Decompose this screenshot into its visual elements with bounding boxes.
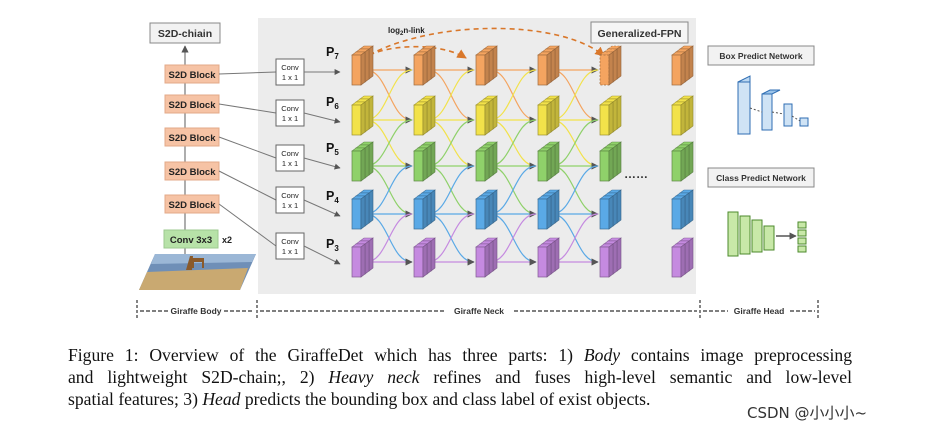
feature-map-stack bbox=[351, 141, 374, 182]
conv1x1-label: Conv bbox=[281, 191, 299, 200]
feature-map-stack bbox=[537, 95, 560, 136]
s2d-chain-title-box bbox=[149, 22, 221, 44]
conv1x1-label: Conv bbox=[281, 237, 299, 246]
pyramid-level-label: P5 bbox=[326, 141, 339, 157]
figure-caption: Figure 1: Overview of the GiraffeDet whi… bbox=[68, 344, 852, 410]
feature-map-stack bbox=[475, 189, 498, 230]
feature-map-stack bbox=[413, 237, 436, 278]
pyramid-level-label: P3 bbox=[326, 237, 339, 253]
conv1x1-label: 1 x 1 bbox=[282, 114, 298, 123]
feature-map-stack bbox=[671, 237, 694, 278]
fpn-title-box bbox=[590, 21, 689, 44]
s2d-block-label: S2D Block bbox=[169, 200, 217, 211]
feature-map-stack bbox=[599, 237, 622, 278]
conv1x1-label: Conv bbox=[281, 149, 299, 158]
conv1x1-label: 1 x 1 bbox=[282, 247, 298, 256]
feature-map-stack bbox=[351, 189, 374, 230]
s2d-block-label: S2D Block bbox=[169, 133, 217, 144]
log2n-link-label: log2n-link bbox=[388, 26, 425, 37]
caption-line-2: and lightweight S2D-chain;, 2) Heavy nec… bbox=[68, 367, 852, 387]
s2d-block-label: S2D Block bbox=[169, 100, 217, 111]
input-image bbox=[139, 254, 256, 290]
feature-map-stack bbox=[351, 95, 374, 136]
feature-map-stack bbox=[671, 141, 694, 182]
feature-map-stack bbox=[351, 237, 374, 278]
feature-map-stack bbox=[475, 45, 498, 86]
feature-map-stack bbox=[599, 45, 622, 86]
feature-map-stack bbox=[475, 237, 498, 278]
s2d-block: S2D Block bbox=[164, 94, 220, 114]
class-predict-network bbox=[727, 211, 807, 257]
s2d-block-label: S2D Block bbox=[169, 70, 217, 81]
section-label-neck: Giraffe Neck bbox=[454, 306, 504, 316]
section-label-head: Giraffe Head bbox=[734, 306, 785, 316]
feature-map-stack bbox=[599, 95, 622, 136]
s2d-block-label: S2D Block bbox=[169, 167, 217, 178]
feature-map-stack bbox=[537, 237, 560, 278]
feature-map-stack bbox=[475, 141, 498, 182]
feature-map-stack bbox=[537, 45, 560, 86]
caption-line-3: spatial features; 3) Head predicts the b… bbox=[68, 389, 651, 409]
feature-map-stack bbox=[413, 95, 436, 136]
conv1x1-label: Conv bbox=[281, 63, 299, 72]
feature-map-stack bbox=[537, 141, 560, 182]
s2d-chain-title: S2D-chiain bbox=[158, 28, 212, 40]
conv1x1-label: 1 x 1 bbox=[282, 201, 298, 210]
feature-map-stack bbox=[671, 95, 694, 136]
fpn-title: Generalized-FPN bbox=[597, 28, 681, 40]
conv3x3-label: Conv 3x3 bbox=[170, 235, 212, 246]
s2d-block: S2D Block bbox=[164, 64, 220, 84]
box-predict-title-box bbox=[707, 45, 815, 66]
feature-map-stack bbox=[537, 189, 560, 230]
feature-map-stack bbox=[599, 141, 622, 182]
fpn-feature-maps bbox=[351, 45, 694, 278]
log2n-link-arc-long bbox=[353, 27, 605, 65]
feature-map-stack bbox=[351, 45, 374, 86]
conv1x1-label: 1 x 1 bbox=[282, 73, 298, 82]
pyramid-level-label: P7 bbox=[326, 45, 339, 61]
feature-map-stack bbox=[413, 141, 436, 182]
conv3x3-repeat: x2 bbox=[222, 235, 232, 245]
pyramid-level-label: P4 bbox=[326, 189, 339, 205]
class-predict-title: Class Predict Network bbox=[716, 173, 806, 183]
box-predict-network bbox=[737, 75, 809, 135]
feature-map-stack bbox=[475, 95, 498, 136]
feature-map-stack bbox=[413, 189, 436, 230]
feature-map-stack bbox=[671, 189, 694, 230]
feature-map-stack bbox=[599, 189, 622, 230]
section-dividers bbox=[136, 300, 819, 320]
conv1x1-label: 1 x 1 bbox=[282, 159, 298, 168]
conv3x3-box bbox=[163, 229, 219, 249]
giraffe-head: Box Predict Network Class Predict Networ… bbox=[707, 45, 815, 257]
section-label-body: Giraffe Body bbox=[170, 306, 221, 316]
class-predict-title-box bbox=[707, 167, 815, 188]
box-predict-title: Box Predict Network bbox=[719, 51, 802, 61]
s2d-block: S2D Block bbox=[164, 127, 220, 147]
pyramid-level-label: P6 bbox=[326, 95, 339, 111]
caption-line-1: Figure 1: Overview of the GiraffeDet whi… bbox=[68, 345, 852, 365]
feature-map-stack bbox=[413, 45, 436, 86]
s2d-block: S2D Block bbox=[164, 161, 220, 181]
conv1x1-label: Conv bbox=[281, 104, 299, 113]
s2d-block: S2D Block bbox=[164, 194, 220, 214]
csdn-watermark: CSDN @小小小~ bbox=[747, 404, 868, 422]
fpn-ellipsis: …… bbox=[624, 167, 648, 181]
feature-map-stack bbox=[671, 45, 694, 86]
